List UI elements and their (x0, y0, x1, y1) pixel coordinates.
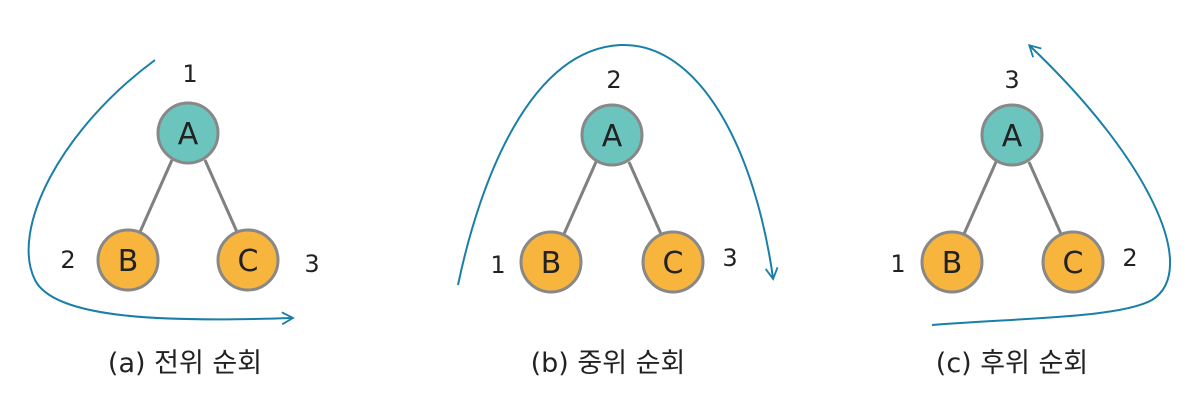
edge-a-c (203, 159, 239, 233)
node-root (580, 103, 644, 167)
traversal-arrow (27, 59, 295, 326)
order-right: 3 (304, 250, 319, 278)
order-right: 3 (722, 244, 737, 272)
node-right (1041, 230, 1105, 294)
node-left (519, 230, 583, 294)
edge-a-c (1027, 161, 1063, 235)
node-root (980, 103, 1044, 167)
panel-postorder: A B C 3 1 2 (c) 후위 순회 (890, 44, 1172, 379)
order-root: 3 (1004, 66, 1019, 94)
node-right (641, 230, 705, 294)
node-left (96, 228, 160, 292)
order-left: 1 (490, 251, 505, 279)
node-left (920, 230, 984, 294)
order-left: 1 (890, 250, 905, 278)
order-root: 2 (606, 66, 621, 94)
node-right-label: C (1063, 246, 1084, 281)
order-right: 2 (1122, 244, 1137, 272)
panel-inorder: A B C 2 1 3 (b) 중위 순회 (457, 43, 779, 379)
traversal-arrow (457, 43, 779, 286)
node-right-label: C (238, 244, 259, 279)
edge-a-c (627, 161, 663, 235)
order-left: 2 (60, 246, 75, 274)
caption-inorder: (b) 중위 순회 (531, 348, 686, 379)
node-left-label: B (942, 246, 963, 281)
edge-a-b (138, 159, 174, 233)
node-root (156, 101, 220, 165)
edge-a-b (962, 161, 998, 235)
node-right (216, 228, 280, 292)
traversal-arrow (931, 44, 1172, 326)
node-root-label: A (1002, 119, 1023, 154)
caption-postorder: (c) 후위 순회 (936, 348, 1088, 379)
edge-a-b (562, 161, 598, 235)
caption-preorder: (a) 전위 순회 (108, 348, 262, 379)
node-left-label: B (541, 246, 562, 281)
order-root: 1 (182, 60, 197, 88)
node-root-label: A (178, 117, 199, 152)
node-root-label: A (602, 119, 623, 154)
node-left-label: B (118, 244, 139, 279)
node-right-label: C (663, 246, 684, 281)
panel-preorder: A B C 1 2 3 (a) 전위 순회 (27, 59, 320, 379)
